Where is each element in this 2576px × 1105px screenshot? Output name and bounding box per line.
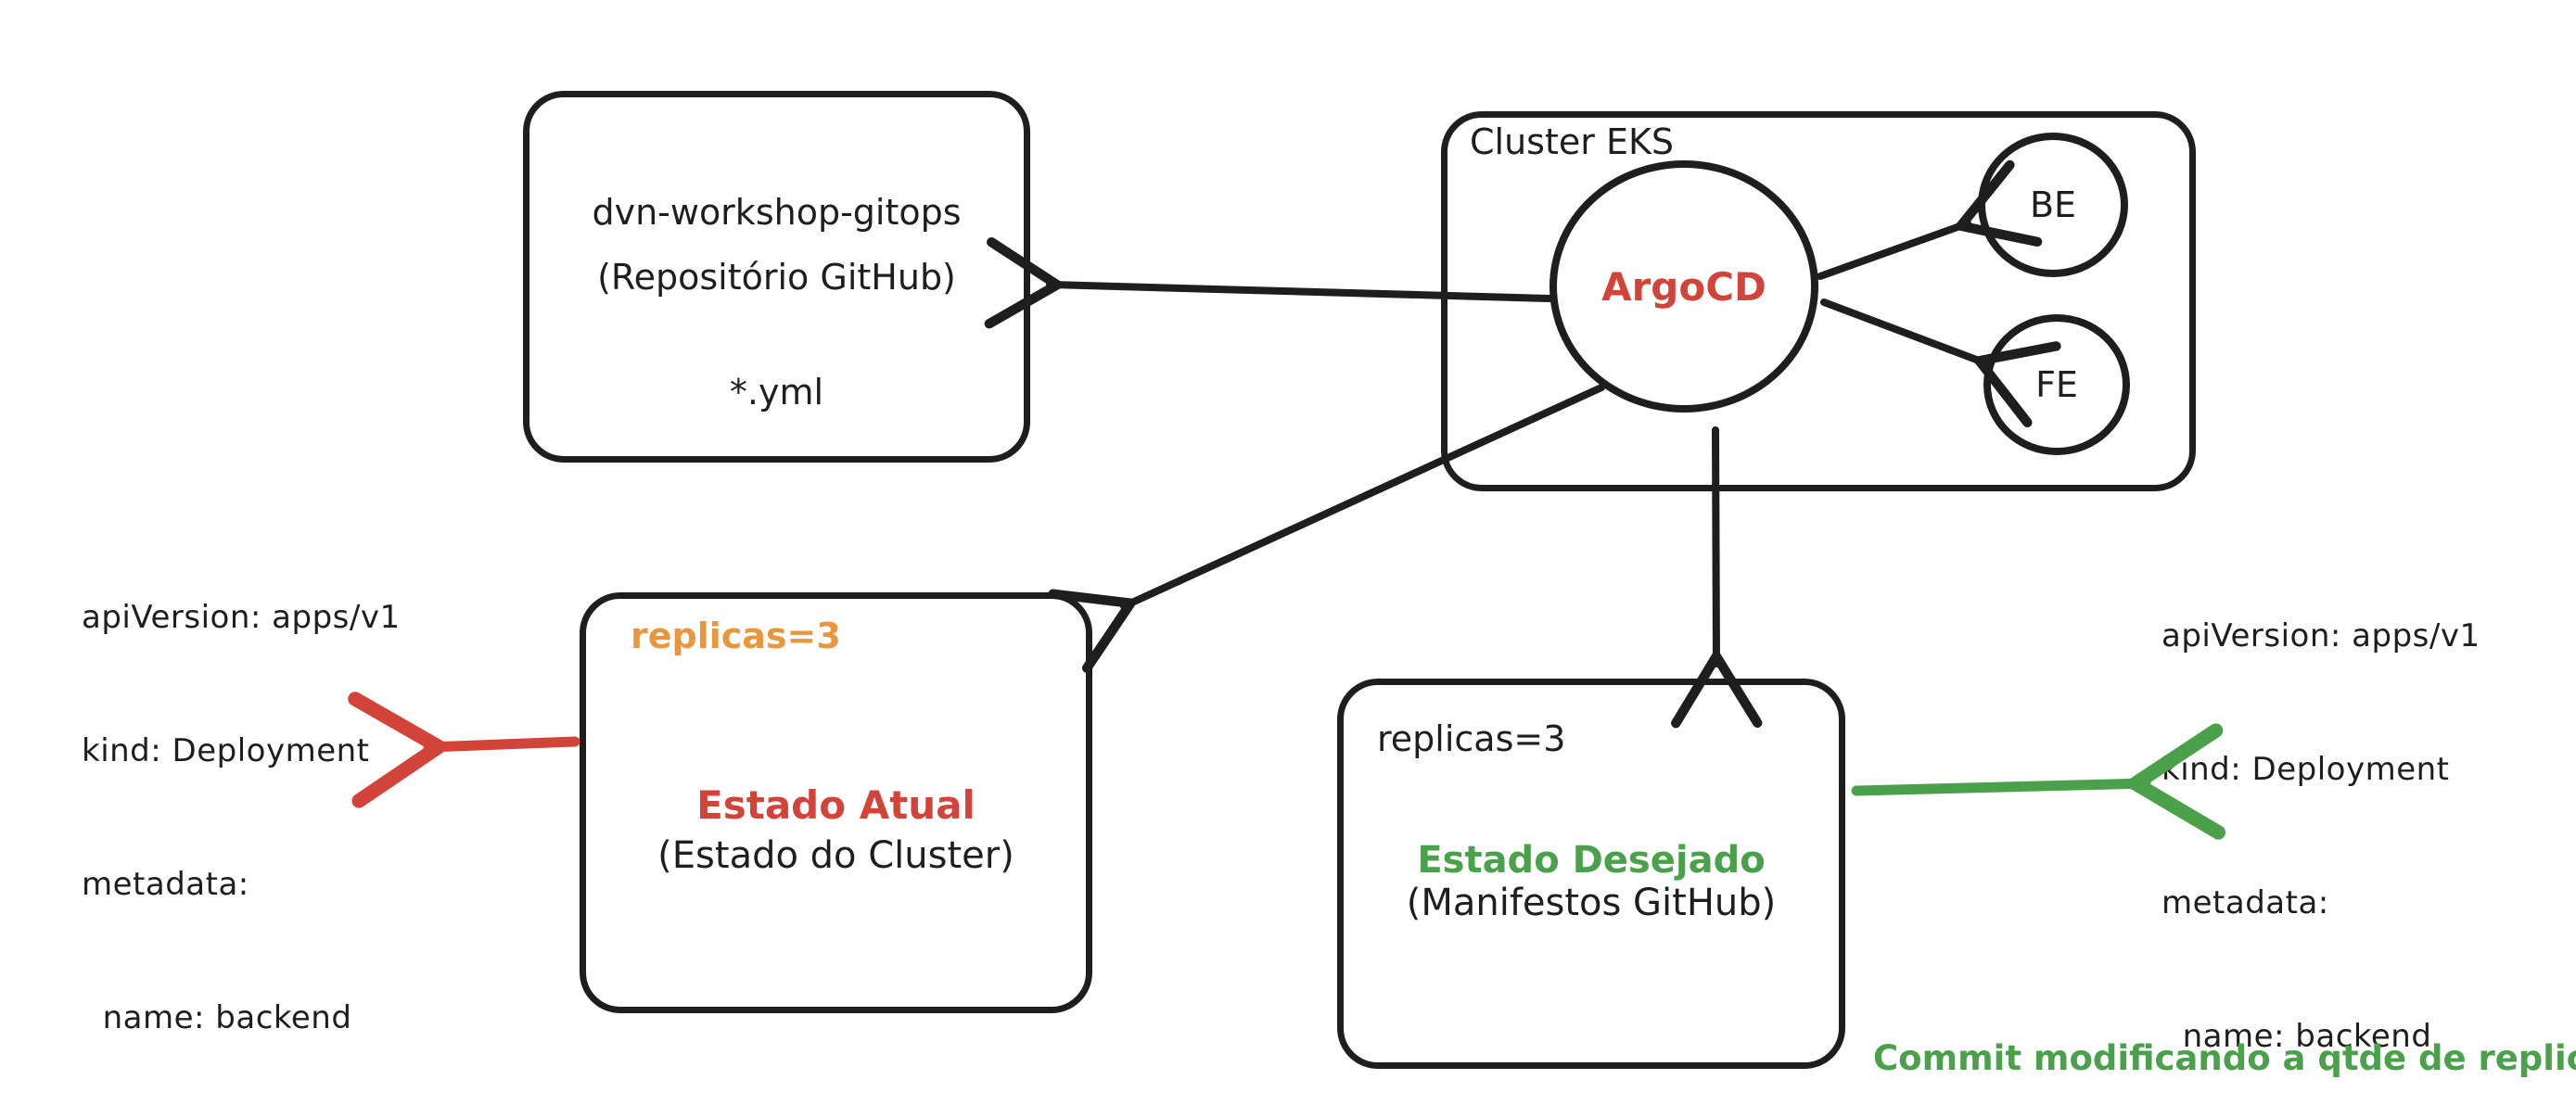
- yaml-line: metadata:: [2162, 884, 2329, 921]
- yaml-line: kind: Deployment: [82, 732, 370, 769]
- repo-files-label: *.yml: [729, 372, 824, 413]
- repo-box: dvn-workshop-gitops (Repositório GitHub)…: [523, 91, 1030, 463]
- be-label: BE: [2029, 184, 2077, 225]
- repo-title: dvn-workshop-gitops: [592, 192, 962, 233]
- estado-atual-box: replicas=3 Estado Atual (Estado do Clust…: [580, 592, 1092, 1013]
- arrow-estado-desejado-to-yaml: [1851, 723, 2226, 840]
- fe-node: FE: [1983, 314, 2130, 455]
- yaml-line: apiVersion: apps/v1: [2162, 617, 2480, 654]
- commit-note: Commit modificando a qtde de replicas: [1873, 1038, 2576, 1078]
- yaml-line: name: backend: [2162, 1018, 2432, 1055]
- yaml-line: kind: Deployment: [2162, 751, 2450, 788]
- yaml-manifest-cluster-state: apiVersion: apps/v1 kind: Deployment met…: [82, 506, 401, 1105]
- arrow-estado-atual-to-yaml: [348, 692, 580, 808]
- cluster-eks-label: Cluster EKS: [1470, 121, 1675, 162]
- argocd-node: ArgoCD: [1549, 160, 1818, 413]
- estado-desejado-title: Estado Desejado: [1417, 839, 1766, 882]
- estado-atual-subtitle: (Estado do Cluster): [657, 834, 1014, 877]
- estado-desejado-replicas-label: replicas=3: [1377, 718, 1566, 759]
- be-node: BE: [1978, 133, 2128, 277]
- estado-atual-replicas-label: replicas=3: [631, 616, 841, 656]
- cluster-eks-box: Cluster EKS ArgoCD BE FE: [1441, 111, 2196, 491]
- yaml-line: metadata:: [82, 866, 249, 903]
- estado-desejado-box: replicas=3 Estado Desejado (Manifestos G…: [1337, 679, 1845, 1069]
- estado-atual-title: Estado Atual: [696, 782, 976, 828]
- estado-desejado-subtitle: (Manifestos GitHub): [1406, 882, 1777, 924]
- argocd-label: ArgoCD: [1601, 263, 1766, 310]
- repo-subtitle: (Repositório GitHub): [597, 257, 956, 298]
- yaml-line: name: backend: [82, 999, 352, 1036]
- yaml-line: apiVersion: apps/v1: [82, 599, 401, 636]
- fe-label: FE: [2035, 364, 2078, 405]
- yaml-manifest-desired-state: apiVersion: apps/v1 kind: Deployment met…: [2162, 525, 2480, 1105]
